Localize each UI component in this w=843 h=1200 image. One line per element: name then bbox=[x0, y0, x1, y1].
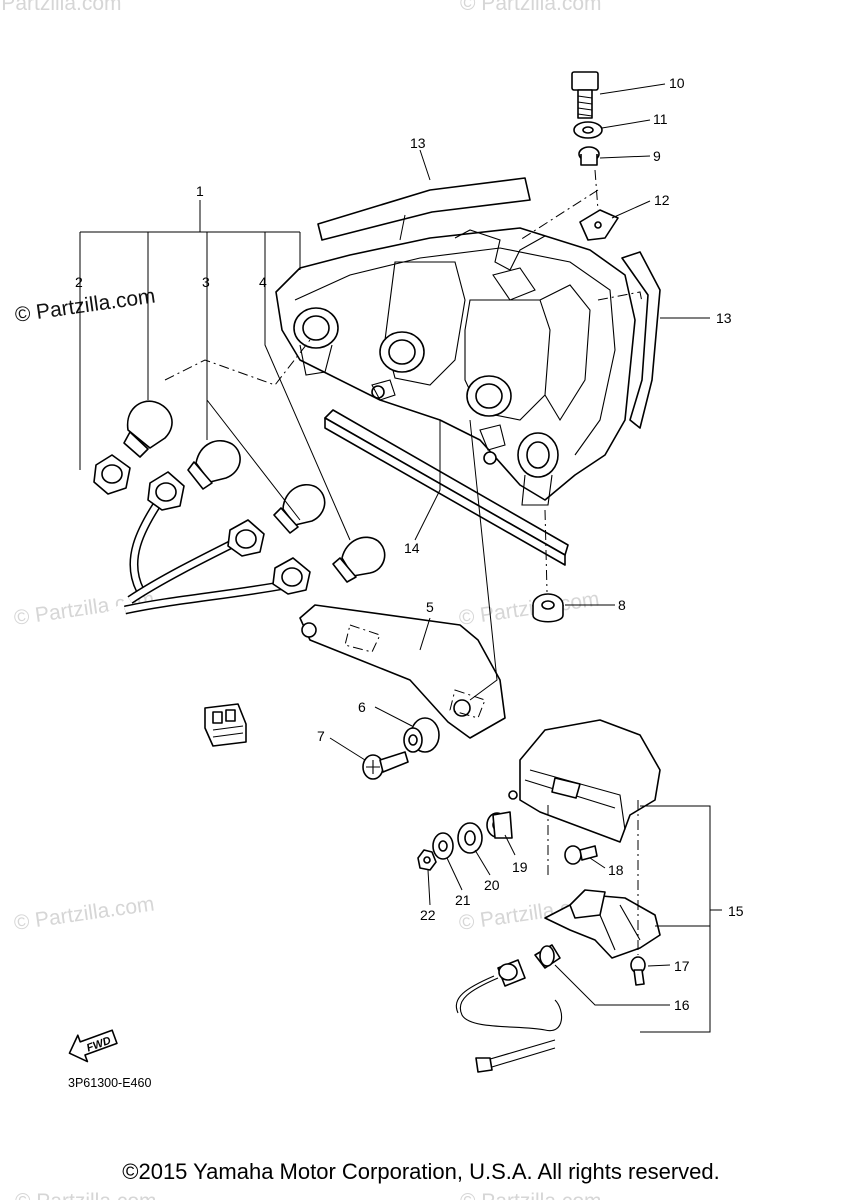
screw bbox=[564, 845, 598, 865]
bulb bbox=[123, 400, 173, 458]
watermark-low-left: © Partzilla.com bbox=[12, 892, 155, 934]
screw bbox=[362, 751, 409, 780]
callout-13-top: 13 bbox=[410, 135, 426, 151]
seal-strip-top bbox=[317, 177, 531, 241]
housing-socket-center bbox=[379, 331, 425, 373]
bolt bbox=[571, 71, 599, 119]
mount-stud bbox=[483, 451, 497, 465]
bulb bbox=[187, 439, 241, 490]
callout-9: 9 bbox=[653, 148, 661, 164]
watermark-top-right: © Partzilla.com bbox=[460, 0, 602, 15]
mount-stud bbox=[371, 385, 385, 399]
diagram-code: 3P61300-E460 bbox=[68, 1076, 151, 1090]
callout-4: 4 bbox=[259, 274, 267, 290]
callout-2: 2 bbox=[75, 274, 83, 290]
grommet bbox=[457, 822, 483, 854]
callout-20: 20 bbox=[484, 877, 500, 893]
callout-16: 16 bbox=[674, 997, 690, 1013]
housing-socket-far-right bbox=[517, 432, 559, 506]
nut bbox=[417, 849, 437, 871]
callout-12: 12 bbox=[654, 192, 670, 208]
grommet bbox=[403, 717, 440, 753]
callout-17: 17 bbox=[674, 958, 690, 974]
watermark-top-left: © Partzilla.com bbox=[0, 0, 122, 15]
callout-18: 18 bbox=[608, 862, 624, 878]
callout-21: 21 bbox=[455, 892, 471, 908]
collar bbox=[486, 811, 513, 839]
callout-11: 11 bbox=[653, 111, 668, 127]
license-light-base bbox=[544, 889, 661, 959]
leader-lines bbox=[79, 83, 722, 1033]
seal-strip-right bbox=[621, 251, 661, 429]
bulb bbox=[273, 484, 326, 534]
washer bbox=[573, 121, 603, 139]
watermark-bottom-left: © Partzilla.com bbox=[15, 1190, 157, 1200]
license-light-cover bbox=[508, 719, 661, 843]
bulb bbox=[332, 536, 386, 583]
callout-1: 1 bbox=[196, 183, 204, 199]
callout-6: 6 bbox=[358, 699, 366, 715]
callout-5: 5 bbox=[426, 599, 434, 615]
callout-3: 3 bbox=[202, 274, 210, 290]
callout-10: 10 bbox=[669, 75, 685, 91]
housing-socket-right bbox=[466, 375, 512, 417]
copyright-text: ©2015 Yamaha Motor Corporation, U.S.A. A… bbox=[122, 1159, 719, 1184]
screw bbox=[630, 956, 646, 986]
callouts: 1 2 3 4 5 6 7 8 9 10 11 12 13 13 14 15 1… bbox=[75, 75, 744, 1013]
watermark-mid-right: © Partzilla.com bbox=[457, 587, 600, 629]
callout-19: 19 bbox=[512, 859, 528, 875]
wiring-harness bbox=[86, 454, 311, 747]
damper bbox=[532, 593, 564, 623]
collar bbox=[578, 146, 600, 166]
seal-bar bbox=[324, 409, 569, 566]
nut-plate bbox=[579, 209, 619, 241]
callout-7: 7 bbox=[317, 728, 325, 744]
fwd-label: FWD bbox=[85, 1035, 113, 1055]
callout-8: 8 bbox=[618, 597, 626, 613]
tail-light-housing bbox=[275, 227, 636, 506]
washer bbox=[432, 832, 454, 860]
callout-14: 14 bbox=[404, 540, 420, 556]
callout-15: 15 bbox=[728, 903, 744, 919]
housing-socket-left bbox=[293, 307, 339, 376]
watermark-bottom-right: © Partzilla.com bbox=[460, 1190, 602, 1200]
callout-22: 22 bbox=[420, 907, 436, 923]
fwd-arrow-icon: FWD bbox=[68, 1029, 118, 1063]
watermark-dark: © Partzilla.com bbox=[13, 284, 156, 326]
license-light-bulb bbox=[534, 944, 561, 969]
license-light-socket bbox=[455, 959, 563, 1073]
callout-13-right: 13 bbox=[716, 310, 732, 326]
